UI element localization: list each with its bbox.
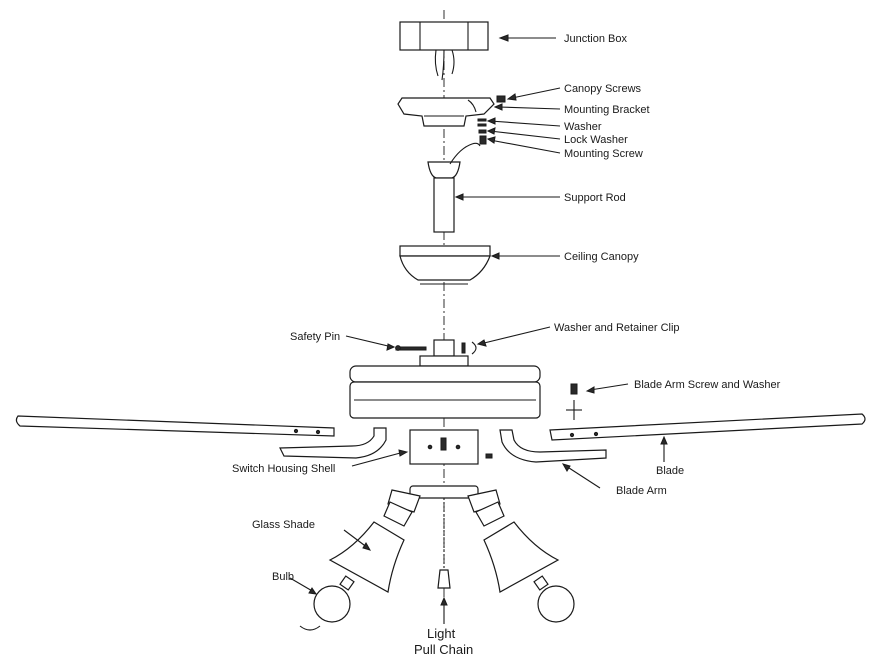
blade-arm-right: [499, 429, 607, 463]
canopy-screws: [496, 95, 506, 103]
blade-arm-screw-and-washer: [566, 383, 582, 420]
support-rod: [427, 142, 481, 233]
switch-housing-shell: [409, 429, 493, 465]
label-mounting-bracket: Mounting Bracket: [564, 104, 650, 116]
label-bulb: Bulb: [272, 571, 294, 583]
blade-right: [549, 413, 866, 441]
glass-shade-left: [328, 521, 405, 593]
label-mounting-screw: Mounting Screw: [564, 148, 643, 160]
bulb-left: [299, 575, 355, 631]
label-support-rod: Support Rod: [564, 192, 626, 204]
blade-left: [15, 415, 335, 437]
motor-housing: [349, 365, 541, 419]
leader-lines: [289, 34, 668, 624]
washer: [477, 118, 487, 127]
motor-coupling: [419, 339, 469, 367]
label-lock-washer: Lock Washer: [564, 134, 628, 146]
label-pull-chain: Pull Chain: [414, 642, 473, 657]
mounting-bracket: [397, 97, 495, 127]
label-washer: Washer: [564, 121, 602, 133]
label-blade: Blade: [656, 465, 684, 477]
label-switch-housing-shell: Switch Housing Shell: [232, 463, 335, 475]
label-ceiling-canopy: Ceiling Canopy: [564, 251, 639, 263]
label-canopy-screws: Canopy Screws: [564, 83, 642, 95]
label-blade-arm-screw-and-washer: Blade Arm Screw and Washer: [634, 379, 781, 391]
washer-and-retainer-clip: [461, 341, 477, 355]
light-pull-chain: [437, 498, 451, 589]
glass-shade-right: [483, 521, 560, 593]
label-glass-shade: Glass Shade: [252, 519, 315, 531]
label-blade-arm: Blade Arm: [616, 485, 667, 497]
bulb-right: [533, 575, 575, 623]
blade-arm-left: [279, 427, 387, 459]
lock-washer: [478, 129, 487, 134]
label-junction-box: Junction Box: [564, 33, 627, 45]
label-washer-and-retainer-clip: Washer and Retainer Clip: [554, 322, 680, 334]
label-safety-pin: Safety Pin: [290, 331, 340, 343]
safety-pin: [395, 345, 427, 351]
junction-box: [399, 21, 489, 81]
ceiling-canopy: [399, 245, 491, 285]
mounting-screw: [479, 135, 487, 145]
label-light: Light: [427, 626, 456, 641]
